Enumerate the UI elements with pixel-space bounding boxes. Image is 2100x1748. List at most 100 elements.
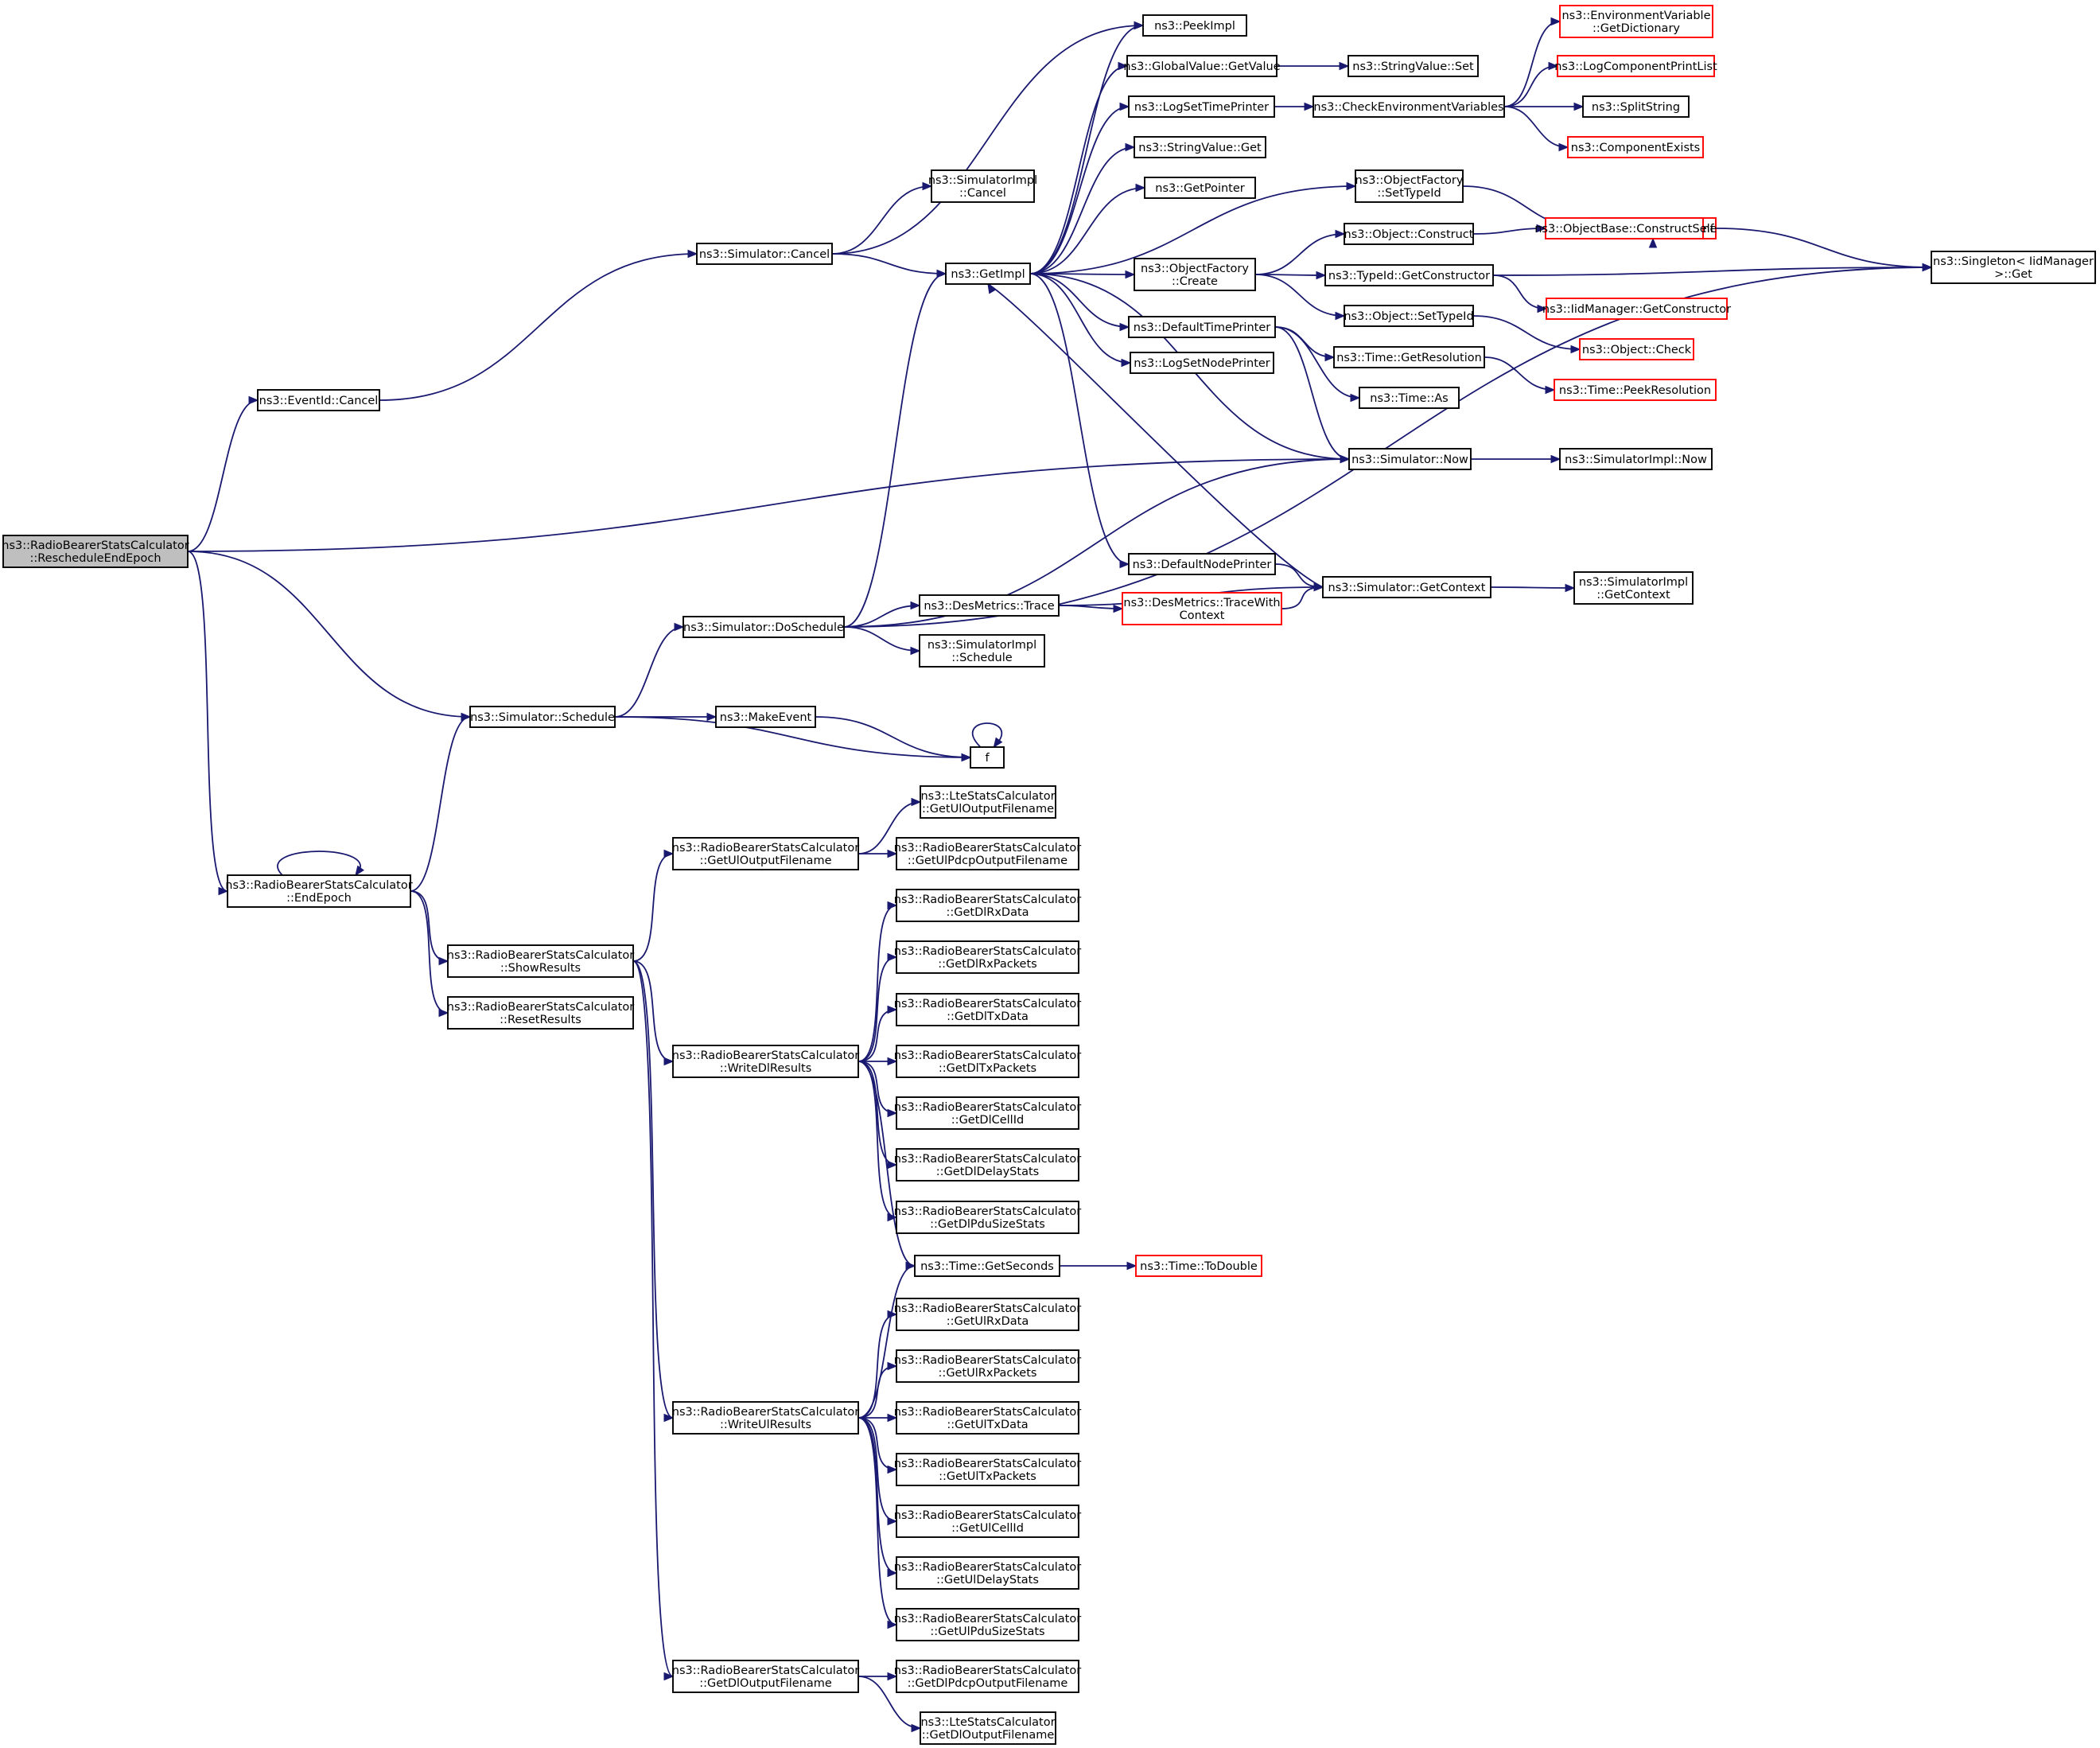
node-splitstring[interactable]: ns3::SplitString	[1582, 95, 1690, 118]
node-label: >::Get	[1994, 268, 2032, 281]
edge-line	[1029, 187, 1145, 274]
node-getulcellid[interactable]: ns3::RadioBearerStatsCalculator::GetUlCe…	[894, 1505, 1081, 1538]
edge-line	[1029, 146, 1135, 274]
node-simimpl-schedule[interactable]: ns3::SimulatorImpl::Schedule	[919, 634, 1045, 668]
node-showresults[interactable]: ns3::RadioBearerStatsCalculator::ShowRes…	[447, 944, 634, 978]
edge-line	[1503, 65, 1558, 107]
node-box	[672, 1045, 859, 1078]
node-getdldelay[interactable]: ns3::RadioBearerStatsCalculator::GetDlDe…	[894, 1148, 1081, 1182]
node-sim-schedule[interactable]: ns3::Simulator::Schedule	[469, 706, 616, 728]
node-of-settypeid[interactable]: ns3::ObjectFactory::SetTypeId	[1355, 169, 1464, 203]
node-getdltxdata[interactable]: ns3::RadioBearerStatsCalculator::GetDlTx…	[894, 993, 1081, 1026]
edge-getimpl-to-getpointer	[1029, 183, 1146, 274]
edge-arrowhead	[887, 1672, 898, 1681]
node-writeul[interactable]: ns3::RadioBearerStatsCalculator::WriteUl…	[672, 1401, 859, 1435]
node-obj-settypeid[interactable]: ns3::Object::SetTypeId	[1344, 305, 1474, 327]
edge-getimpl-to-logsettimeprinter	[1029, 102, 1130, 274]
node-getdltxpackets[interactable]: ns3::RadioBearerStatsCalculator::GetDlTx…	[894, 1045, 1081, 1078]
node-getdlpdcp[interactable]: ns3::RadioBearerStatsCalculator::GetDlPd…	[894, 1660, 1081, 1693]
node-getdlrxdata[interactable]: ns3::RadioBearerStatsCalculator::GetDlRx…	[894, 889, 1081, 922]
edge-arrowhead	[887, 1310, 898, 1319]
node-getdlrxpackets[interactable]: ns3::RadioBearerStatsCalculator::GetDlRx…	[894, 940, 1081, 974]
node-time-peekres[interactable]: ns3::Time::PeekResolution	[1554, 379, 1717, 401]
node-writedl[interactable]: ns3::RadioBearerStatsCalculator::WriteDl…	[672, 1045, 859, 1078]
node-defaultnodeprinter[interactable]: ns3::DefaultNodePrinter	[1128, 553, 1276, 575]
node-getulpdcp[interactable]: ns3::RadioBearerStatsCalculator::GetUlPd…	[894, 837, 1081, 870]
node-defaulttimeprinter[interactable]: ns3::DefaultTimePrinter	[1128, 316, 1276, 338]
node-sim-cancel[interactable]: ns3::Simulator::Cancel	[696, 243, 833, 265]
node-desm-trace[interactable]: ns3::DesMetrics::Trace	[919, 594, 1060, 617]
node-label: ::GetDlPduSizeStats	[930, 1218, 1045, 1231]
edge-sim-doschedule-to-simimpl-schedule	[843, 626, 921, 656]
node-label: ns3::RadioBearerStatsCalculator	[672, 1406, 859, 1419]
node-sim-doschedule[interactable]: ns3::Simulator::DoSchedule	[682, 616, 845, 638]
node-getdloutput[interactable]: ns3::RadioBearerStatsCalculator::GetDlOu…	[672, 1660, 859, 1693]
node-sim-getcontext[interactable]: ns3::Simulator::GetContext	[1322, 576, 1491, 598]
node-simimpl-getcontext[interactable]: ns3::SimulatorImpl::GetContext	[1573, 571, 1694, 605]
node-simimpl-now[interactable]: ns3::SimulatorImpl::Now	[1559, 448, 1713, 470]
node-getimpl[interactable]: ns3::GetImpl	[945, 263, 1031, 285]
node-logcomplist[interactable]: ns3::LogComponentPrintList	[1554, 55, 1717, 77]
node-box	[920, 1711, 1056, 1745]
edge-arrowhead	[706, 712, 718, 722]
node-simimpl-cancel[interactable]: ns3::SimulatorImpl::Cancel	[928, 169, 1037, 203]
edge-writeul-to-time-getseconds	[858, 1261, 916, 1419]
edge-arrowhead	[1558, 142, 1569, 152]
node-getulrxpackets[interactable]: ns3::RadioBearerStatsCalculator::GetUlRx…	[894, 1349, 1081, 1383]
node-getuldelay[interactable]: ns3::RadioBearerStatsCalculator::GetUlDe…	[894, 1556, 1081, 1590]
node-singleton-get[interactable]: ns3::Singleton< IidManager>::Get	[1931, 251, 2096, 284]
node-lte-getdloutput[interactable]: ns3::LteStatsCalculator::GetDlOutputFile…	[920, 1711, 1056, 1745]
node-logsettimeprinter[interactable]: ns3::LogSetTimePrinter	[1128, 95, 1275, 118]
edge-writeul-to-getulcellid	[858, 1417, 898, 1526]
edge-typeid-getctor-to-iid-getctor	[1492, 274, 1548, 313]
node-box	[896, 1608, 1079, 1641]
node-eventid-cancel[interactable]: ns3::EventId::Cancel	[257, 389, 380, 411]
node-iid-getctor[interactable]: ns3::IidManager::GetConstructor	[1542, 298, 1731, 320]
node-f[interactable]: f	[970, 746, 1005, 769]
node-checkenv[interactable]: ns3::CheckEnvironmentVariables	[1312, 95, 1505, 118]
edge-arrowhead	[1545, 385, 1556, 395]
edge-arrowhead	[1570, 345, 1581, 354]
node-time-todouble[interactable]: ns3::Time::ToDouble	[1135, 1255, 1262, 1277]
node-sv-set[interactable]: ns3::StringValue::Set	[1348, 55, 1479, 77]
node-getulrxdata[interactable]: ns3::RadioBearerStatsCalculator::GetUlRx…	[894, 1298, 1081, 1331]
node-endepoch[interactable]: ns3::RadioBearerStatsCalculator::EndEpoc…	[225, 874, 413, 908]
edge-arrowhead	[961, 753, 972, 762]
node-sim-now[interactable]: ns3::Simulator::Now	[1348, 448, 1472, 470]
node-objbase-construct[interactable]: ns3::ObjectBase::ConstructSelf	[1534, 217, 1715, 239]
node-getultxdata[interactable]: ns3::RadioBearerStatsCalculator::GetUlTx…	[894, 1401, 1081, 1435]
node-of-create[interactable]: ns3::ObjectFactory::Create	[1134, 258, 1256, 291]
node-peekimpl[interactable]: ns3::PeekImpl	[1142, 14, 1247, 37]
node-box	[682, 616, 845, 638]
node-time-getres[interactable]: ns3::Time::GetResolution	[1333, 346, 1485, 368]
node-label: ns3::Simulator::Cancel	[699, 248, 830, 261]
edge-writeul-to-getultxdata	[858, 1413, 898, 1423]
node-getpointer[interactable]: ns3::GetPointer	[1144, 177, 1256, 199]
node-gv-getvalue[interactable]: ns3::GlobalValue::GetValue	[1123, 55, 1281, 77]
node-lte-getuloutput[interactable]: ns3::LteStatsCalculator::GetUlOutputFile…	[920, 785, 1056, 819]
node-label: ns3::RadioBearerStatsCalculator	[672, 1049, 859, 1062]
node-getuloutput[interactable]: ns3::RadioBearerStatsCalculator::GetUlOu…	[672, 837, 859, 870]
node-compexists[interactable]: ns3::ComponentExists	[1567, 136, 1704, 158]
node-resetresults[interactable]: ns3::RadioBearerStatsCalculator::ResetRe…	[447, 996, 634, 1030]
node-env-getdict[interactable]: ns3::EnvironmentVariable::GetDictionary	[1559, 5, 1713, 38]
edge-line	[1472, 228, 1546, 235]
node-obj-check[interactable]: ns3::Object::Check	[1579, 338, 1694, 360]
node-getultxpackets[interactable]: ns3::RadioBearerStatsCalculator::GetUlTx…	[894, 1453, 1081, 1486]
node-makeevent[interactable]: ns3::MakeEvent	[715, 706, 816, 728]
node-time-getseconds[interactable]: ns3::Time::GetSeconds	[914, 1255, 1060, 1277]
node-obj-construct[interactable]: ns3::Object::Construct	[1344, 223, 1474, 245]
node-logsetnodeprinter[interactable]: ns3::LogSetNodePrinter	[1130, 352, 1274, 374]
edge-getimpl-to-defaulttimeprinter	[1029, 273, 1130, 332]
node-typeid-getctor[interactable]: ns3::TypeId::GetConstructor	[1324, 264, 1494, 286]
edge-line	[831, 25, 1144, 255]
node-sv-get[interactable]: ns3::StringValue::Get	[1134, 136, 1266, 158]
node-getulpdu[interactable]: ns3::RadioBearerStatsCalculator::GetUlPd…	[894, 1608, 1081, 1641]
edge-line	[187, 399, 259, 552]
node-label: ns3::RadioBearerStatsCalculator	[894, 1406, 1081, 1419]
node-getdlpdu[interactable]: ns3::RadioBearerStatsCalculator::GetDlPd…	[894, 1201, 1081, 1234]
node-getdlcellid[interactable]: ns3::RadioBearerStatsCalculator::GetDlCe…	[894, 1096, 1081, 1130]
node-root[interactable]: ns3::RadioBearerStatsCalculator::Resched…	[2, 535, 189, 568]
node-time-as[interactable]: ns3::Time::As	[1359, 387, 1460, 409]
